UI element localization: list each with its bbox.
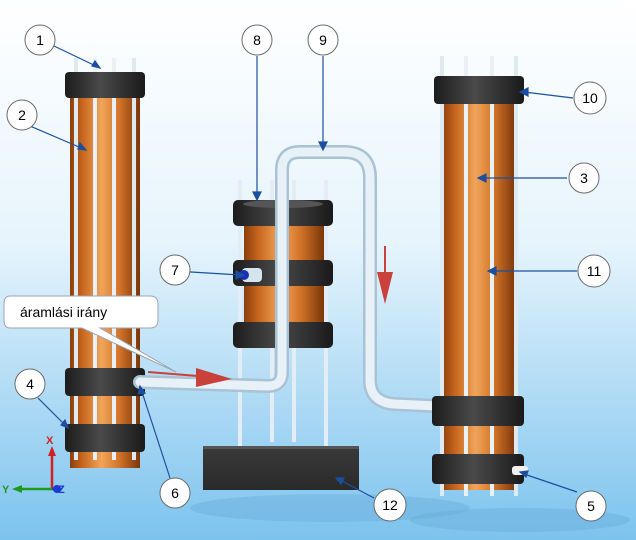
right-top-ring xyxy=(434,76,524,104)
callout-9-label: 9 xyxy=(319,32,327,48)
callout-12: 12 xyxy=(373,488,407,522)
callout-7: 7 xyxy=(159,254,191,286)
right-rod xyxy=(464,56,468,496)
flow-arrow-horizontal xyxy=(147,368,232,387)
callout-9: 9 xyxy=(307,24,339,56)
callout-4-label: 4 xyxy=(26,376,34,392)
left-mid-ring xyxy=(65,368,145,396)
axis-triad: X Y Z xyxy=(2,435,65,496)
right-rod xyxy=(490,56,494,496)
center-rod xyxy=(324,180,328,450)
axis-y-label: Y xyxy=(2,484,10,496)
callout-11-label: 11 xyxy=(587,263,602,279)
right-mid-ring xyxy=(432,396,524,426)
left-rod xyxy=(132,58,136,460)
right-rod xyxy=(440,56,444,496)
floor-shadow-right xyxy=(410,508,630,532)
callout-1-label: 1 xyxy=(36,32,44,48)
left-top-ring xyxy=(65,72,145,98)
left-coil-body xyxy=(70,78,140,468)
left-rod xyxy=(74,58,78,460)
tube-highlight xyxy=(135,147,441,411)
callout-6: 6 xyxy=(159,477,191,509)
callout-7-label: 7 xyxy=(171,262,179,278)
flow-arrow-down xyxy=(377,246,393,304)
flow-direction-label: áramlási irány xyxy=(3,295,177,373)
leader-lines xyxy=(29,45,578,499)
center-rod xyxy=(238,180,242,450)
callout-2-label: 2 xyxy=(18,107,26,123)
left-coil xyxy=(65,58,145,468)
right-coil xyxy=(432,56,528,496)
callout-11: 11 xyxy=(577,254,611,288)
callout-8-label: 8 xyxy=(253,32,261,48)
callout-3-label: 3 xyxy=(580,170,588,186)
base-box xyxy=(203,446,359,490)
callout-5: 5 xyxy=(575,490,607,522)
axis-z-label: Z xyxy=(58,484,65,496)
callout-4: 4 xyxy=(14,368,46,400)
callout-6-label: 6 xyxy=(171,485,179,501)
right-coil-body xyxy=(442,98,516,490)
callout-10-label: 10 xyxy=(582,90,598,106)
left-bottom-ring xyxy=(65,424,145,452)
callout-3: 3 xyxy=(568,162,600,194)
right-bottom-ring xyxy=(432,454,524,484)
left-rod xyxy=(93,58,97,460)
connecting-tube xyxy=(133,145,443,413)
base-box-highlight xyxy=(203,446,359,449)
left-rod xyxy=(112,58,116,460)
base-box-front xyxy=(203,446,359,490)
flow-direction-text: áramlási irány xyxy=(20,304,107,320)
callout-8: 8 xyxy=(241,24,273,56)
callout-5-label: 5 xyxy=(587,498,595,514)
callout-2: 2 xyxy=(6,99,38,131)
callout-1: 1 xyxy=(24,24,56,56)
axis-x-label: X xyxy=(46,435,54,447)
callout-12-label: 12 xyxy=(382,497,398,513)
callout-10: 10 xyxy=(573,81,607,115)
right-rod xyxy=(514,56,518,496)
